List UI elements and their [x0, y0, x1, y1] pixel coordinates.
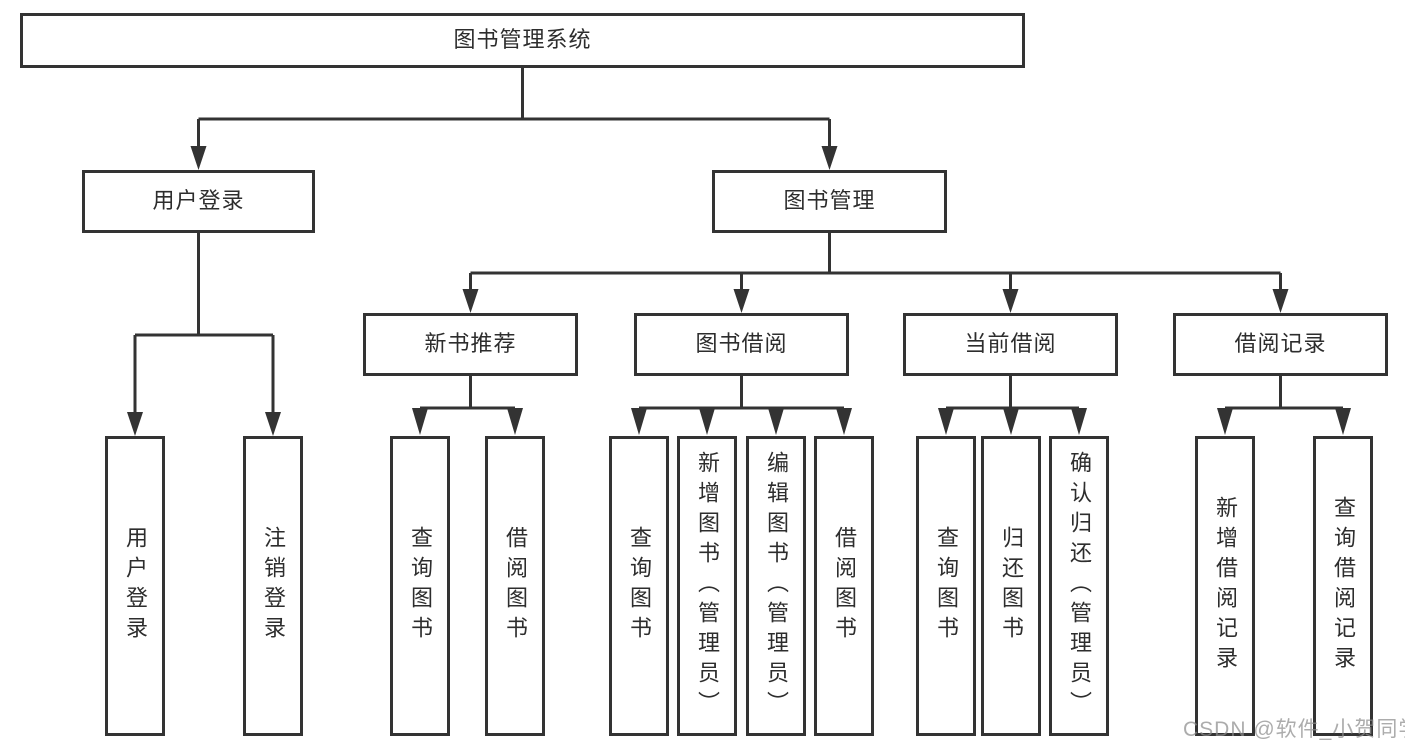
leaf-add-book-admin: 新增图书（管理员） — [677, 436, 737, 736]
leaf-query-borrow-record: 查询借阅记录 — [1313, 436, 1373, 736]
leaf-edit-book-admin: 编辑图书（管理员） — [746, 436, 806, 736]
connector-borrow-to-leaves — [639, 376, 844, 410]
connector-records-to-leaves — [1225, 376, 1343, 410]
leaf-confirm-return-admin: 确认归还（管理员） — [1049, 436, 1109, 736]
node-book-management: 图书管理 — [712, 170, 947, 233]
connector-login-to-leaves — [133, 233, 275, 414]
node-current-borrowing: 当前借阅 — [903, 313, 1118, 376]
leaf-user-login: 用户登录 — [105, 436, 165, 736]
leaf-return-book: 归还图书 — [981, 436, 1041, 736]
leaf-add-borrow-record: 新增借阅记录 — [1195, 436, 1255, 736]
connector-management-to-level3 — [469, 233, 1282, 291]
node-borrowing-records: 借阅记录 — [1173, 313, 1388, 376]
node-user-login: 用户登录 — [82, 170, 315, 233]
node-book-borrowing: 图书借阅 — [634, 313, 849, 376]
connector-recommend-to-leaves — [420, 376, 515, 410]
connector-root-to-level2 — [197, 68, 831, 148]
leaf-query-books-current: 查询图书 — [916, 436, 976, 736]
arrowheads — [127, 146, 1351, 436]
leaf-logout: 注销登录 — [243, 436, 303, 736]
leaf-borrow-books-recommend: 借阅图书 — [485, 436, 545, 736]
leaf-query-books-borrow: 查询图书 — [609, 436, 669, 736]
csdn-watermark: CSDN @软件_小贺同学 — [1183, 718, 1405, 741]
connector-current-to-leaves — [946, 376, 1079, 410]
node-new-book-recommendation: 新书推荐 — [363, 313, 578, 376]
node-library-management-system: 图书管理系统 — [20, 13, 1025, 68]
leaf-query-books-recommend: 查询图书 — [390, 436, 450, 736]
leaf-borrow-books: 借阅图书 — [814, 436, 874, 736]
